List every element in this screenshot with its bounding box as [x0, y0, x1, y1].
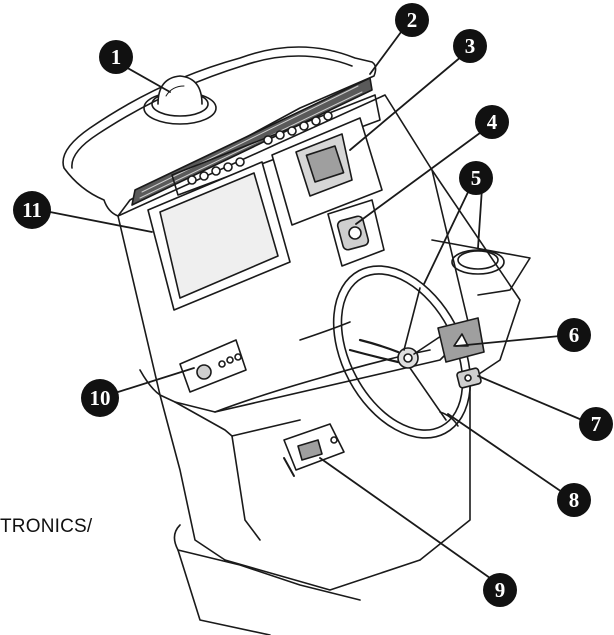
caption-text: TRONICS/ — [0, 516, 93, 537]
callout-markers: 1 2 3 4 5 6 7 8 9 10 11 — [13, 3, 613, 607]
multifunction-display — [271, 117, 383, 226]
callout-11: 11 — [13, 191, 51, 229]
callout-7: 7 — [579, 407, 613, 441]
vhf-radio — [283, 423, 345, 477]
horn-switch — [439, 411, 459, 427]
radar-dome — [143, 75, 217, 125]
callout-2: 2 — [395, 3, 429, 37]
svg-text:6: 6 — [569, 323, 580, 347]
ignition-switch — [456, 367, 482, 389]
switch-panel — [171, 94, 381, 196]
large-display-11 — [147, 161, 291, 311]
svg-text:8: 8 — [569, 488, 580, 512]
svg-text:4: 4 — [487, 110, 498, 134]
svg-text:5: 5 — [471, 166, 482, 190]
svg-text:9: 9 — [495, 578, 506, 602]
svg-text:1: 1 — [111, 45, 122, 69]
callout-6: 6 — [557, 318, 591, 352]
svg-text:11: 11 — [22, 198, 42, 222]
svg-text:7: 7 — [591, 412, 602, 436]
callout-4: 4 — [475, 105, 509, 139]
svg-text:10: 10 — [90, 386, 111, 410]
switch-row-upper — [187, 111, 333, 185]
callout-10: 10 — [81, 379, 119, 417]
switch-panel-10 — [179, 339, 247, 393]
svg-text:3: 3 — [465, 34, 476, 58]
callout-8: 8 — [557, 483, 591, 517]
leader-lines — [49, 27, 583, 579]
engine-display — [437, 317, 485, 363]
console-body — [117, 94, 531, 635]
stereo-remote — [327, 199, 385, 267]
callout-3: 3 — [453, 29, 487, 63]
callout-9: 9 — [483, 573, 517, 607]
svg-text:2: 2 — [407, 8, 418, 32]
callout-5: 5 — [459, 161, 493, 195]
callout-1: 1 — [99, 40, 133, 74]
